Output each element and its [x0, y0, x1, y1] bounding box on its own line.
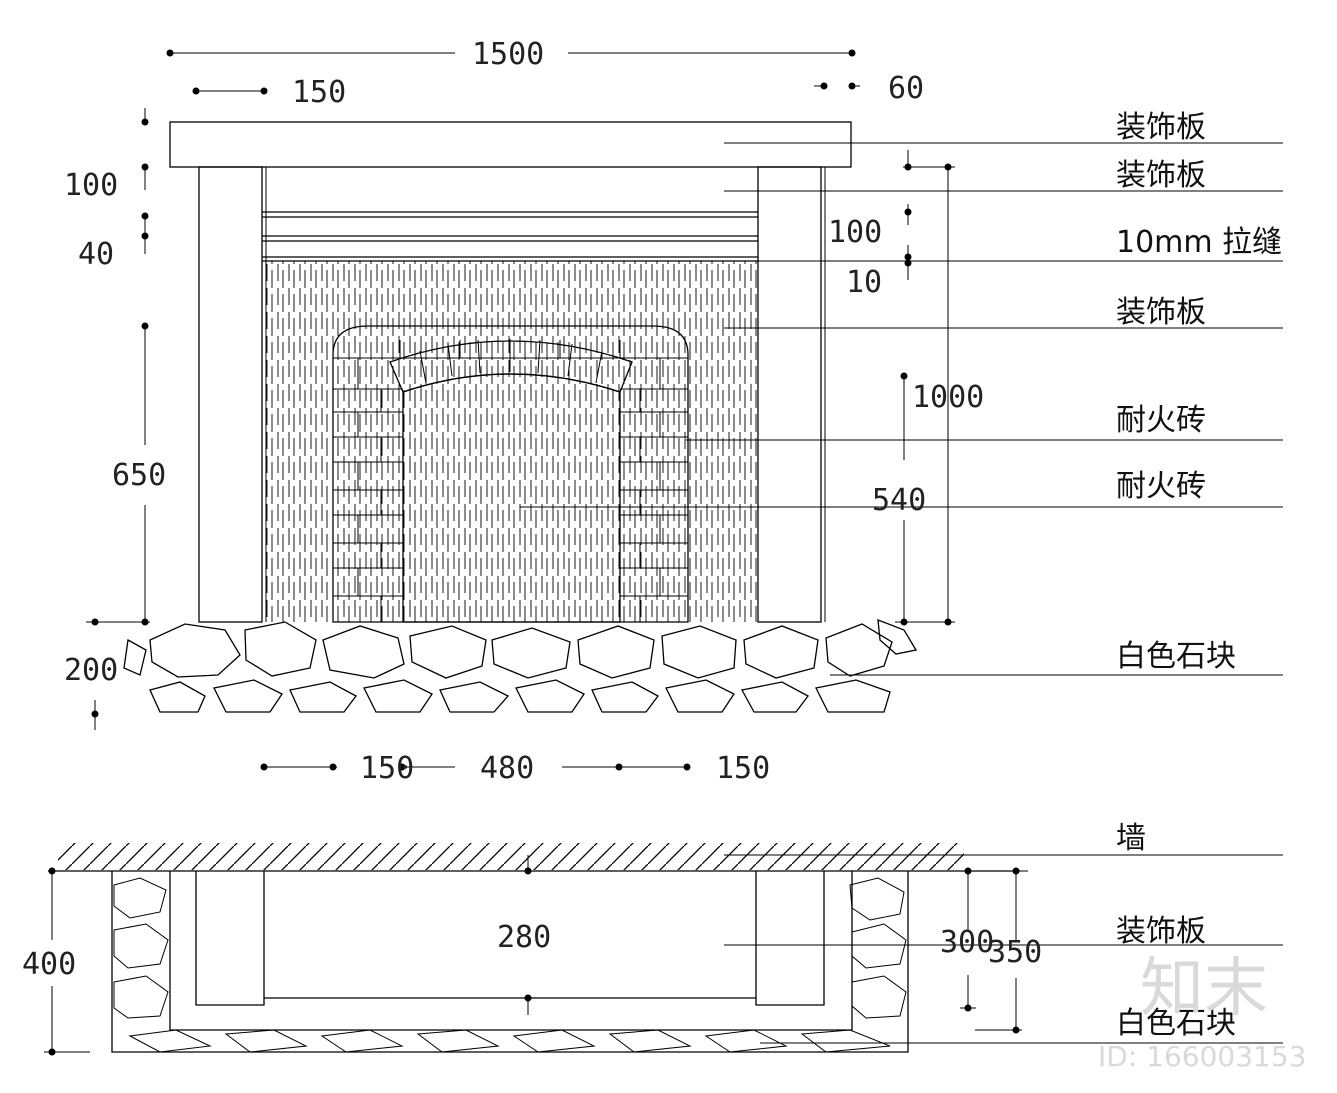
dim-opening-height: 650: [112, 458, 166, 493]
wall-hatch: [58, 843, 964, 870]
label-seam: 10mm 拉缝: [1116, 225, 1282, 260]
brick-surround: [332, 325, 689, 623]
fire-opening: [402, 373, 621, 623]
dim-gap: 40: [78, 237, 114, 272]
watermark-brand: 知末: [1140, 952, 1268, 1026]
plan-leader-lines: [724, 854, 1283, 1044]
dim-opening-width: 480: [480, 751, 534, 786]
left-post: [198, 166, 263, 623]
dim-stone-base: 200: [64, 653, 118, 688]
label-plan-white-stone: 白色石块: [1116, 1006, 1236, 1041]
top-board: [169, 121, 852, 168]
dim-right-board: 100: [828, 215, 882, 250]
dimension-ticks: [91, 49, 952, 771]
label-decor-board-3: 装饰板: [1116, 295, 1206, 330]
dim-plan-depth-a: 300: [940, 925, 994, 960]
dim-right-post: 150: [716, 751, 770, 786]
label-decor-board-1: 装饰板: [1116, 110, 1206, 145]
stone-base: [123, 619, 918, 713]
arch-joints: [419, 339, 603, 384]
frieze-boards: [262, 211, 758, 262]
label-decor-board-2: 装饰板: [1116, 158, 1206, 193]
dim-opening: 540: [872, 483, 926, 518]
dim-overall-height: 1000: [912, 380, 984, 415]
dim-left-offset: 150: [292, 75, 346, 110]
dim-plan-depth-total: 400: [22, 947, 76, 982]
label-firebrick-1: 耐火砖: [1116, 403, 1206, 438]
dim-right-seam: 10: [846, 265, 882, 300]
dim-left-post: 150: [360, 751, 414, 786]
label-firebrick-2: 耐火砖: [1116, 469, 1206, 504]
dimension-lines: [86, 52, 955, 768]
dim-plan-inner-depth: 280: [497, 920, 551, 955]
elevation-view: 1500 150 60 100 40 650 200 100 10 1000 5…: [64, 37, 1283, 786]
dim-right-offset: 60: [888, 71, 924, 106]
dim-top-board: 100: [64, 168, 118, 203]
infill-panel: [262, 261, 758, 622]
plan-dim-ticks: [48, 867, 1020, 1056]
plan-view: 400 280 300 350 墙 装饰板 白色石块: [22, 821, 1283, 1056]
watermark-id: ID: 166003153: [1098, 1040, 1306, 1073]
label-plan-decor-board: 装饰板: [1116, 914, 1206, 949]
leader-lines: [520, 142, 1283, 676]
label-white-stone: 白色石块: [1116, 639, 1236, 674]
right-post: [757, 166, 822, 623]
label-wall: 墙: [1116, 821, 1146, 856]
dim-plan-depth-b: 350: [988, 935, 1042, 970]
plan-stones: [113, 877, 907, 1053]
dim-overall-width: 1500: [472, 37, 544, 72]
